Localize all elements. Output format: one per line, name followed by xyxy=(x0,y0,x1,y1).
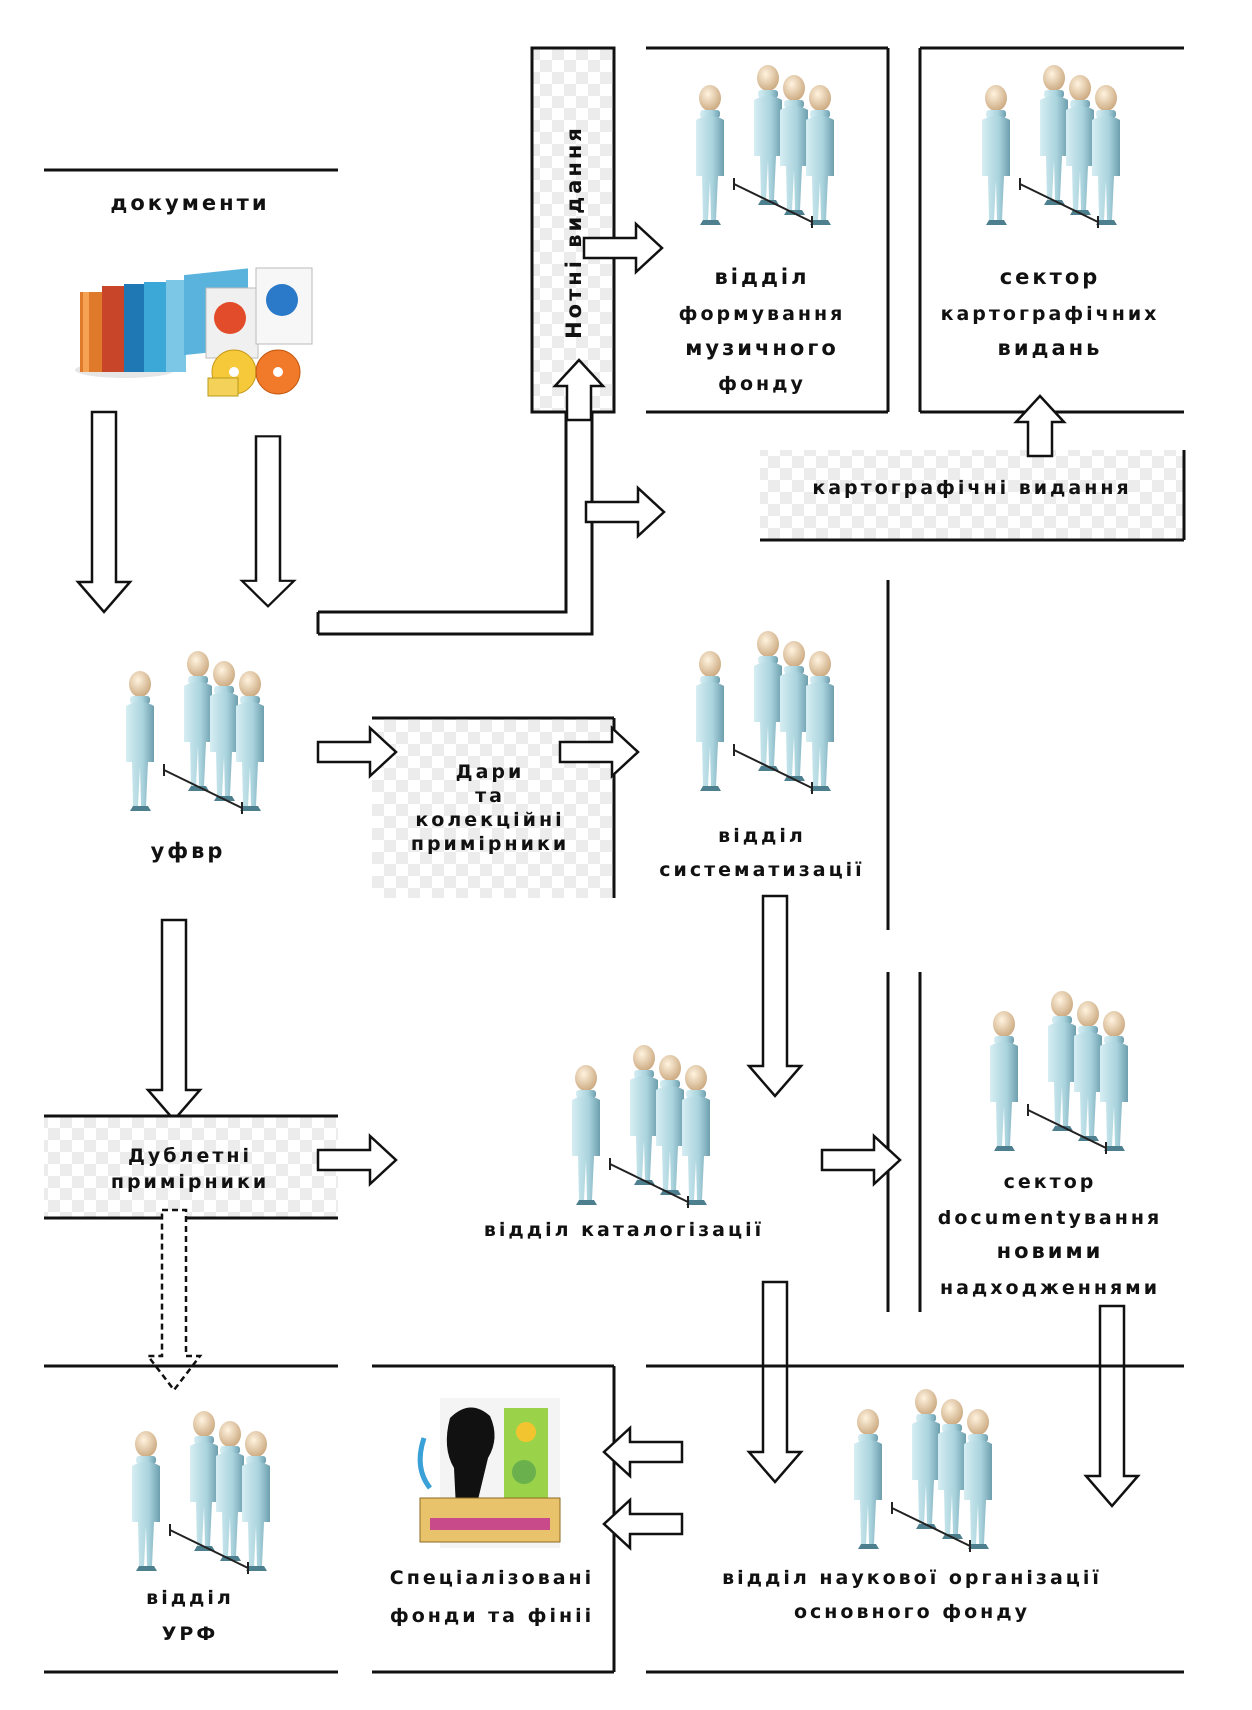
acquisitions-line2: documentування xyxy=(938,1207,1162,1229)
cataloging-people-icon xyxy=(572,1045,710,1208)
documents-label: документи xyxy=(110,191,269,215)
cartographic-sector-line1: сектор xyxy=(1000,265,1101,289)
note-editions-box xyxy=(530,46,616,414)
gifts-line1: Дари xyxy=(456,761,525,783)
arrow-documents-right-down xyxy=(240,435,296,608)
arrow-up-to-cartographic-sector xyxy=(1014,394,1066,458)
duplicates-line2: примірники xyxy=(111,1171,269,1193)
arrow-documents-left-down xyxy=(76,410,132,614)
arrow-systematization-down xyxy=(747,894,803,1098)
acquisitions-line1: сектор xyxy=(1004,1171,1097,1193)
urf-line2: УРФ xyxy=(162,1623,218,1645)
arrow-cataloging-down xyxy=(747,1280,803,1484)
arrow-duplicates-to-urf xyxy=(145,1208,203,1393)
urf-line1: відділ xyxy=(146,1587,234,1609)
cartographic-sector-line3: видань xyxy=(998,336,1103,360)
systematization-line1: відділ xyxy=(718,825,806,847)
urf-people-icon xyxy=(132,1411,270,1574)
arrow-ufvr-to-duplicates xyxy=(146,918,202,1122)
ufvr-people-icon xyxy=(126,651,264,814)
arrow-to-cartographic-editions xyxy=(584,486,666,538)
music-fund-people-icon xyxy=(696,65,834,228)
arrow-main-to-special-top xyxy=(602,1426,684,1478)
cartographic-editions-label: картографічні видання xyxy=(812,477,1131,499)
music-fund-dept-line3: музичного xyxy=(685,336,839,360)
acquisitions-line3: новими xyxy=(997,1239,1104,1263)
acquisitions-line4: надходженнями xyxy=(940,1277,1160,1299)
cataloging-label: відділ каталогізації xyxy=(484,1219,764,1241)
note-editions-label: Нотні видання xyxy=(562,125,586,339)
music-fund-dept-line1: відділ xyxy=(715,265,810,289)
main-fund-line1: відділ наукової організації xyxy=(722,1567,1102,1589)
arrow-main-to-special-bottom xyxy=(602,1498,684,1550)
systematization-people-icon xyxy=(696,631,834,794)
special-funds-line1: Спеціалізовані xyxy=(390,1567,594,1589)
cartographic-sector-line2: картографічних xyxy=(941,303,1160,325)
duplicates-strip xyxy=(44,1116,338,1218)
arrow-acquisitions-down xyxy=(1084,1304,1140,1508)
gifts-line4: примірники xyxy=(411,833,569,855)
cartographic-people-icon xyxy=(982,65,1120,228)
gifts-line3: колекційні xyxy=(415,809,564,831)
special-funds-collage-icon xyxy=(417,1398,561,1548)
acquisitions-people-icon xyxy=(990,991,1128,1154)
main-fund-people-icon xyxy=(854,1389,992,1552)
main-fund-line2: основного фонду xyxy=(794,1601,1030,1623)
duplicates-line1: Дублетні xyxy=(128,1145,252,1167)
cartographic-editions-strip xyxy=(760,450,1184,540)
systematization-line2: систематизації xyxy=(659,859,864,881)
gifts-line2: та xyxy=(475,785,505,807)
media-documents-icon xyxy=(205,267,313,397)
music-fund-dept-line2: формування xyxy=(679,303,846,325)
ufvr-label: уфвр xyxy=(151,839,226,863)
connector-ufvr-to-editions xyxy=(318,412,594,636)
special-funds-line2: фонди та фініі xyxy=(390,1605,594,1627)
music-fund-dept-line4: фонду xyxy=(718,373,806,395)
